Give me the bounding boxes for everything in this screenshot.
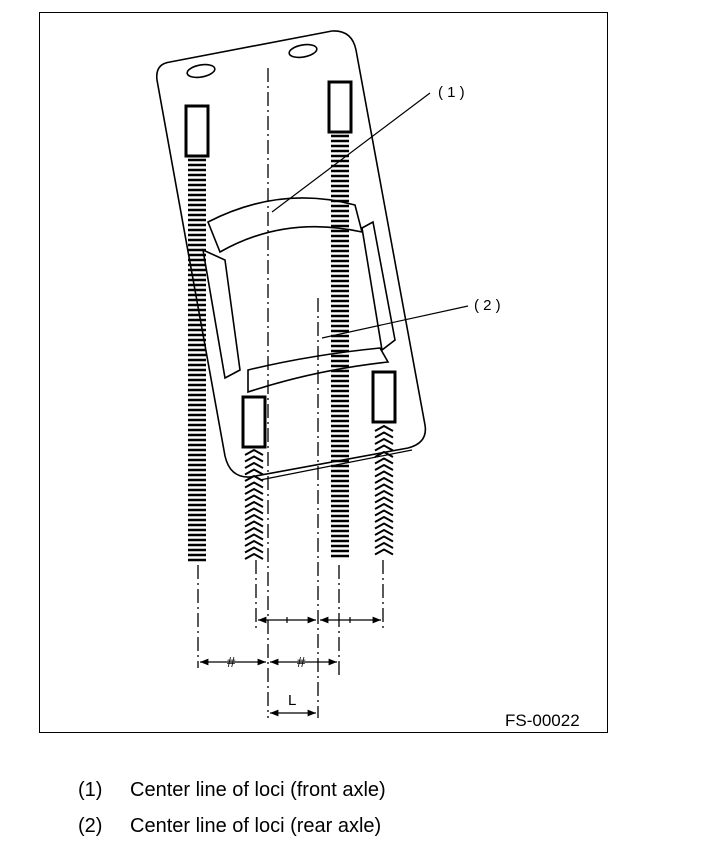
dimension-lines — [200, 616, 381, 717]
tread-chevron — [244, 500, 264, 508]
tread-chevron — [374, 450, 394, 458]
rear-left-wheel — [241, 395, 267, 449]
tread-chevron — [244, 487, 264, 495]
tread-chevron — [374, 463, 394, 471]
tread-chevron — [374, 470, 394, 478]
tread-chevron — [244, 455, 264, 463]
tread-chevron — [244, 552, 264, 560]
equal-mark-right: # — [297, 654, 306, 671]
equal-mark-left: # — [227, 654, 236, 671]
tread-chevron — [244, 539, 264, 547]
front-left-tread-trail — [188, 158, 206, 562]
tread-chevron — [374, 502, 394, 510]
leader-lines — [259, 92, 469, 481]
tread-chevron — [374, 424, 394, 432]
tread-chevron — [374, 476, 394, 484]
dimension-label-L: L — [288, 692, 296, 709]
tread-chevron — [374, 496, 394, 504]
wheels — [184, 80, 397, 449]
legend-text: Center line of loci (rear axle) — [130, 815, 382, 837]
legend-number: (1) — [78, 779, 103, 801]
rear-left-tread-trail — [244, 448, 264, 560]
tread-chevron — [244, 513, 264, 521]
tread-chevron — [374, 548, 394, 556]
tread-chevron — [374, 528, 394, 536]
tread-chevron — [244, 520, 264, 528]
tread-chevron — [244, 526, 264, 534]
tread-chevron — [244, 533, 264, 541]
tread-chevron — [244, 494, 264, 502]
legend: (1) Center line of loci (front axle) (2)… — [78, 772, 386, 844]
right-window — [361, 220, 396, 352]
callout-2: ( 2 ) — [474, 297, 501, 314]
tread-chevron — [244, 461, 264, 469]
leader-2 — [321, 305, 469, 339]
legend-text: Center line of loci (front axle) — [130, 779, 386, 801]
tread-chevron — [244, 546, 264, 554]
rear-right-tread-trail — [374, 424, 394, 556]
tread-chevron — [374, 541, 394, 549]
front-right-wheel — [327, 80, 353, 134]
tread-chevron — [244, 448, 264, 456]
front-right-tread-trail — [331, 134, 349, 558]
tread-chevron — [374, 509, 394, 517]
callout-1: ( 1 ) — [438, 84, 465, 101]
figure-code: FS-00022 — [505, 711, 580, 730]
legend-item-1: (1) Center line of loci (front axle) — [78, 772, 386, 808]
tread-chevron — [244, 468, 264, 476]
tread-chevron — [374, 489, 394, 497]
tread-chevron — [374, 444, 394, 452]
legend-number: (2) — [78, 815, 103, 837]
tread-chevron — [244, 474, 264, 482]
tread-chevron — [374, 457, 394, 465]
left-window — [201, 248, 241, 380]
tread-chevron — [244, 481, 264, 489]
legend-item-2: (2) Center line of loci (rear axle) — [78, 808, 386, 844]
tread-chevron — [374, 431, 394, 439]
car-body — [155, 30, 427, 478]
rear-right-wheel — [371, 370, 397, 424]
front-left-wheel — [184, 104, 210, 158]
figure-frame — [39, 12, 608, 733]
tread-chevron — [374, 535, 394, 543]
tread-chevron — [374, 483, 394, 491]
leader-2b — [259, 449, 413, 481]
tread-chevron — [374, 522, 394, 530]
leader-1 — [271, 92, 431, 213]
tread-chevron — [374, 437, 394, 445]
tread-chevron — [244, 507, 264, 515]
car-glass — [201, 197, 396, 394]
tread-chevron — [374, 515, 394, 523]
